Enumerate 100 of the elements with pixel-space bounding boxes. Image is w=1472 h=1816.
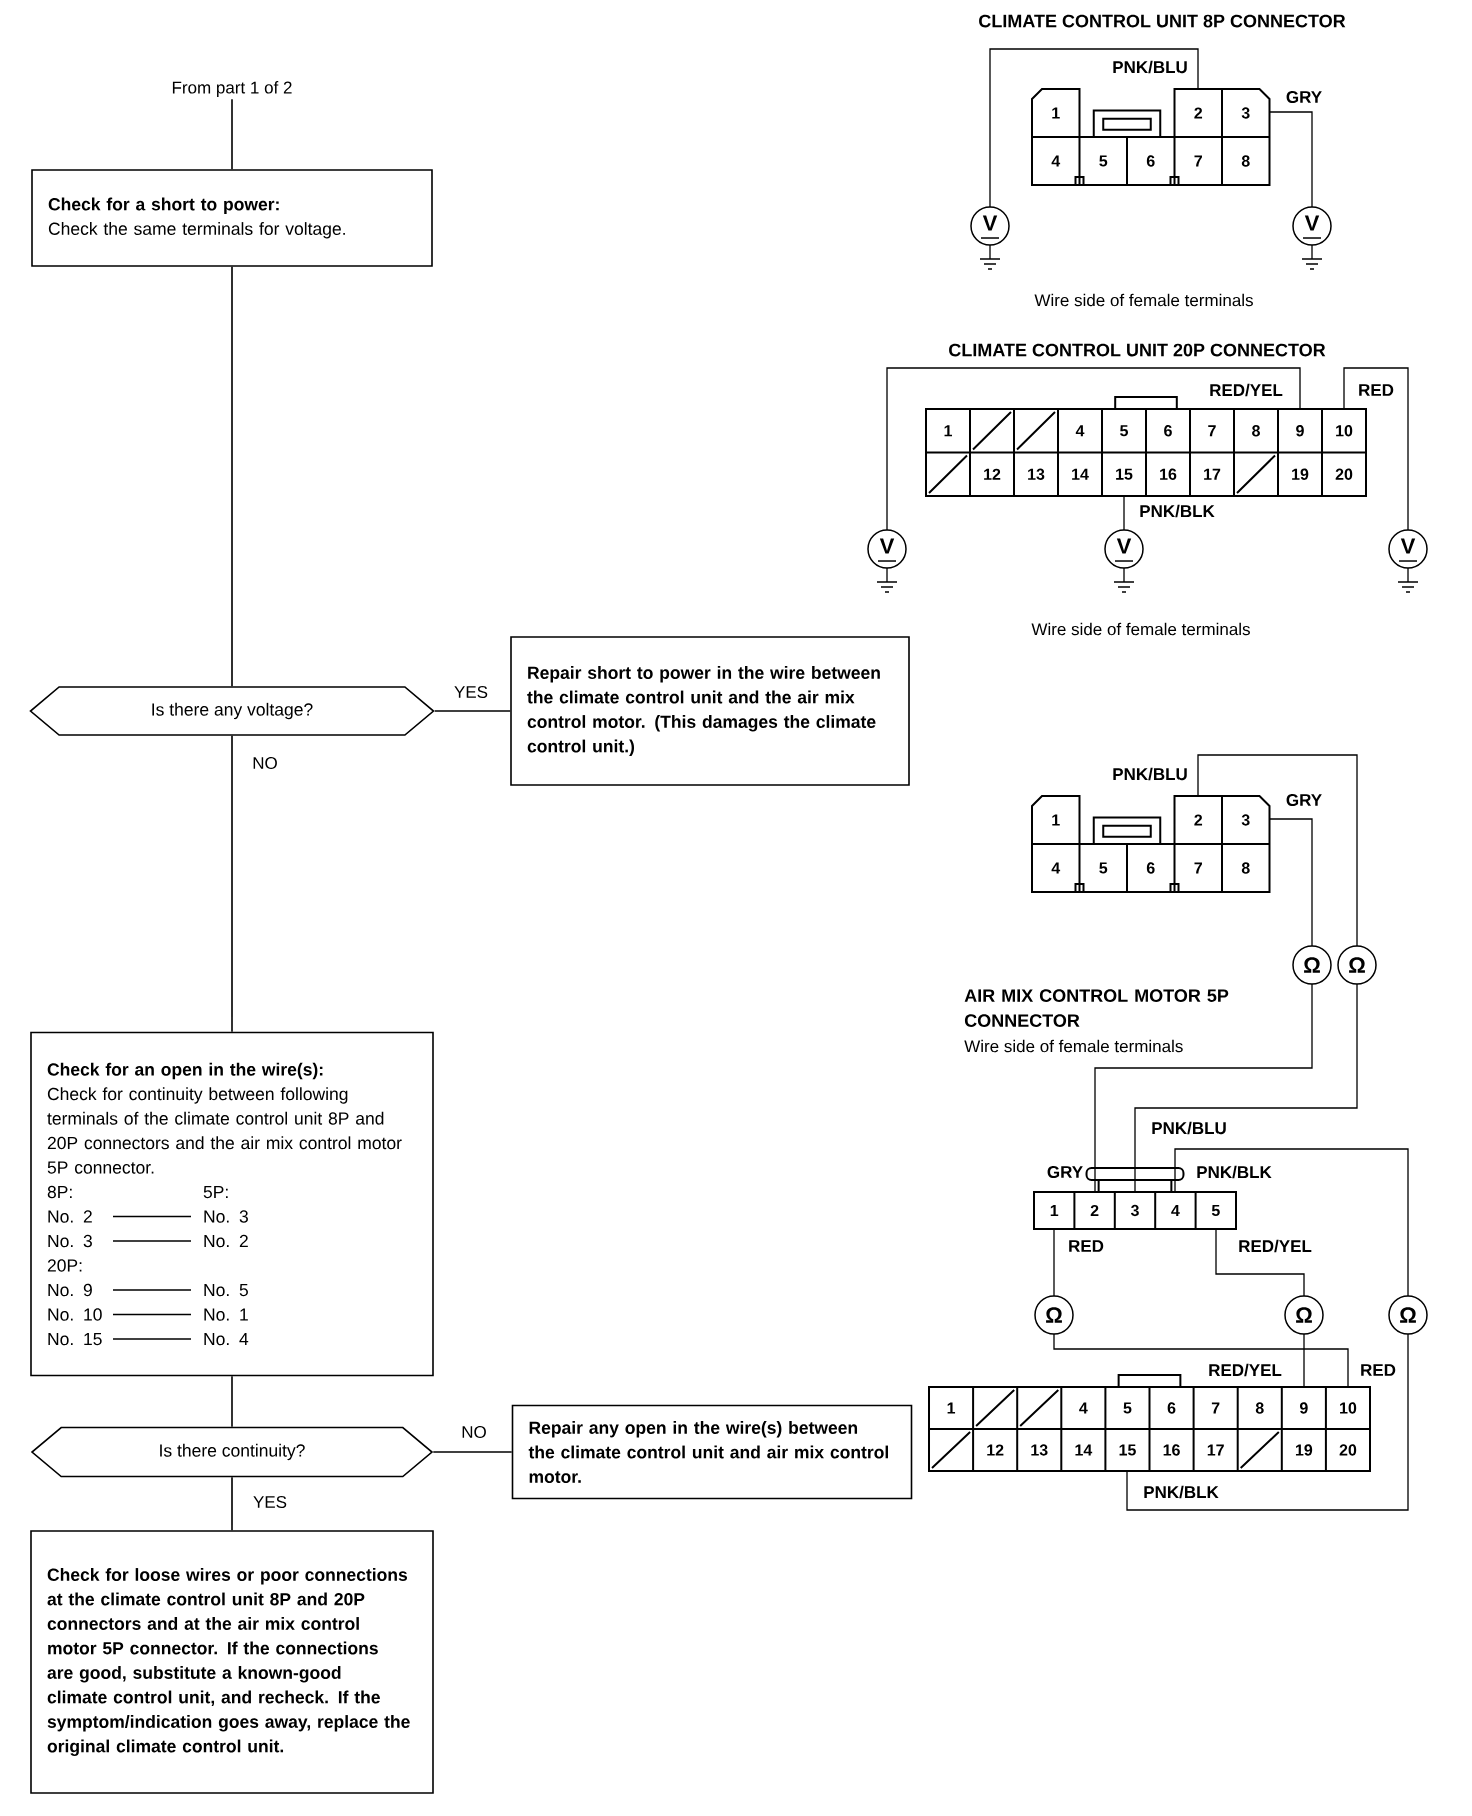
pin-number: 5 [1120,425,1128,437]
pin-number: 3 [1241,107,1250,119]
pin-number: 4 [1171,1205,1180,1216]
pin-number: 7 [1208,425,1216,437]
pin-number: 12 [984,468,1001,480]
wire-color-label: RED [1359,384,1394,396]
connector-line [231,1375,233,1428]
pin-number: 8 [1255,1402,1264,1414]
wire-color-label: RED/YEL [1239,1239,1312,1253]
pin-number: 5 [1123,1402,1132,1414]
view-note: Wire side of female terminals [1034,293,1253,307]
pin-number: 6 [1167,1402,1176,1414]
wire-color-label: GRY [1286,794,1322,807]
process-box: Check for a short to power: Check the same terminals for voltage. [31,169,433,267]
pin-number: 7 [1194,862,1202,874]
process-box: Repair any open in the wire(s) between the climate control unit and air mix control motor. [511,1404,913,1500]
pin-number: 17 [1204,468,1221,480]
meter-letter: Ω [1046,1307,1062,1323]
pin-number: 7 [1194,155,1202,167]
pin-number: 5 [1099,155,1108,167]
pin-number: 5 [1099,862,1108,874]
pin-number: 20 [1335,468,1353,480]
connector-line [231,1476,233,1531]
connector-line [432,1451,513,1453]
connector-title: CLIMATE CONTROL UNIT 8P CONNECTOR [979,14,1346,28]
view-note: Wire side of female terminals [964,1039,1183,1053]
pin-number: 2 [1194,107,1203,119]
pin-number: 8 [1252,425,1260,437]
flow-start-text: From part 1 of 2 [172,81,292,97]
edge-label: YES [253,1496,287,1509]
connector-title: AIR MIX CONTROL MOTOR 5P CONNECTOR [964,989,1229,1027]
connector-line [231,266,233,687]
pin-number: 14 [1075,1444,1093,1456]
pin-number: 14 [1072,468,1089,480]
pin-number: 4 [1051,155,1061,167]
pin-number: 12 [987,1444,1004,1456]
wire-color-label: PNK/BLK [1144,1485,1219,1499]
pin-number: 4 [1079,1402,1088,1414]
wire-color-label: GRY [1286,91,1322,104]
pin-number: 5 [1211,1204,1220,1217]
meter-letter: Ω [1296,1307,1312,1323]
pin-number: 10 [1336,425,1353,437]
pin-number: 16 [1163,1444,1180,1456]
view-note: Wire side of female terminals [1031,622,1250,636]
wire-color-label: RED/YEL [1210,383,1283,397]
connector-title: CLIMATE CONTROL UNIT 20P CONNECTOR [949,343,1326,357]
pin-number: 19 [1295,1444,1313,1456]
wire-color-label: PNK/BLU [1113,60,1187,74]
pin-number: 8 [1241,155,1250,167]
pin-number: 15 [1119,1444,1136,1456]
pin-number: 6 [1146,862,1155,874]
process-box: Check for an open in the wire(s): Check for continuity between following terminals of the climate control unit 8P and 20P connectors and the air mix control motor 5P connector. 8P: 5P: No. 2 No. 3 No. 3 No. 2 20P: No. 9 No. 5 No. 10 No. 1 No. 15 No. 4 [30,1031,434,1377]
meter-letter: Ω [1349,957,1365,973]
pin-number: 1 [1052,107,1060,119]
pin-number: 7 [1211,1402,1220,1414]
meter-letter: Ω [1400,1307,1416,1323]
pin-number: 19 [1292,468,1309,480]
connector-line [231,735,233,1033]
pin-number: 1 [947,1402,956,1414]
edge-label: YES [454,686,488,699]
wire-color-label: RED/YEL [1209,1363,1282,1377]
wire-color-label: GRY [1047,1166,1083,1179]
pin-number: 6 [1146,155,1155,167]
pin-number: 17 [1207,1444,1224,1456]
pin-number: 9 [1296,425,1304,437]
pin-number: 3 [1130,1204,1139,1217]
pin-number: 13 [1028,468,1045,480]
process-box: Check for loose wires or poor connections at the climate control unit 8P and 20P connectors and at the air mix control motor 5P connector. If the connections are good, substitute a known-good climate control unit, and recheck. If the symptom/indication goes away, replace the original climate control unit. [30,1530,434,1794]
pin-number: 4 [1075,425,1085,437]
pin-number: 1 [944,425,952,437]
wire-color-label: RED [1361,1364,1396,1376]
pin-number: 1 [1052,814,1060,826]
pin-number: 1 [1050,1205,1059,1216]
wire-color-label: PNK/BLK [1140,504,1215,518]
pin-number: 4 [1051,862,1061,874]
pin-number: 9 [1299,1402,1308,1414]
process-box: Repair short to power in the wire between the climate control unit and the air mix control motor. (This damages the climate control unit.) [510,636,910,786]
edge-label: NO [462,1426,486,1439]
pin-number: 2 [1194,814,1203,826]
pin-number: 13 [1031,1444,1048,1456]
pin-number: 16 [1160,468,1177,480]
meter-letter: V [1304,215,1320,231]
pin-number: 10 [1340,1402,1357,1414]
wire-color-label: PNK/BLK [1197,1165,1272,1179]
meter-letter: V [1400,538,1416,554]
meter-letter: V [982,215,998,231]
meter-letter: Ω [1304,957,1320,973]
wire-color-label: PNK/BLU [1113,767,1187,781]
meter-letter: V [879,538,895,554]
pin-number: 6 [1164,425,1172,437]
wire-color-label: PNK/BLU [1152,1121,1226,1135]
connector-line [433,710,511,712]
meter-letter: V [1116,538,1132,554]
pin-number: 2 [1090,1204,1099,1217]
connector-line [231,98,233,170]
edge-label: NO [253,757,277,770]
pin-number: 8 [1241,862,1250,874]
wire-color-label: RED [1069,1240,1104,1252]
pin-number: 20 [1339,1444,1357,1456]
pin-number: 3 [1241,814,1250,826]
